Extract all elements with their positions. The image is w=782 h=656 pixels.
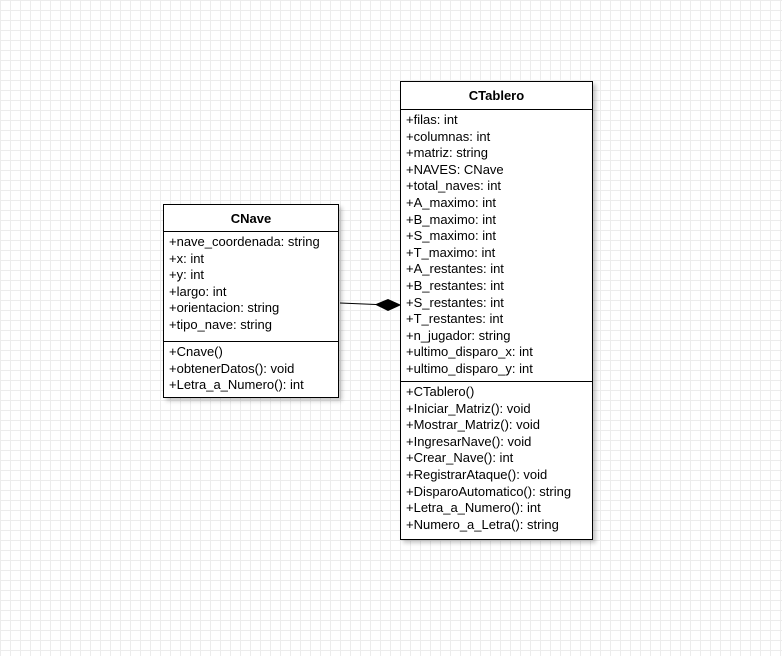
attribute-row: +T_maximo: int [406, 244, 496, 260]
attribute-row: +matriz: string [406, 145, 488, 161]
composition-diamond-icon [374, 298, 402, 312]
attribute-row: +largo: int [169, 283, 227, 299]
method-row: +Numero_a_Letra(): string [406, 516, 559, 532]
method-row: +Mostrar_Matriz(): void [406, 417, 540, 433]
attribute-row: +tipo_nave: string [169, 316, 272, 332]
composition-line [339, 302, 377, 305]
attribute-row: +T_restantes: int [406, 311, 504, 327]
attribute-row: +x: int [169, 250, 205, 266]
attribute-row: +y: int [169, 267, 205, 283]
methods-section: +Cnave() +obtenerDatos(): void +Letra_a_… [164, 341, 338, 394]
class-title: CTablero [401, 82, 592, 110]
attribute-row: +B_maximo: int [406, 211, 496, 227]
attributes-section: +nave_coordenada: string +x: int +y: int… [164, 232, 338, 341]
attribute-row: +total_naves: int [406, 178, 502, 194]
attribute-row: +columnas: int [406, 128, 491, 144]
method-row: +Iniciar_Matriz(): void [406, 400, 531, 416]
class-cnave[interactable]: CNave +nave_coordenada: string +x: int +… [163, 204, 339, 398]
attribute-row: +NAVES: CNave [406, 161, 504, 177]
attribute-row: +n_jugador: string [406, 327, 511, 343]
attribute-row: +ultimo_disparo_y: int [406, 360, 533, 376]
attribute-row: +orientacion: string [169, 300, 280, 316]
attributes-section: +filas: int +columnas: int +matriz: stri… [401, 110, 592, 381]
attribute-row: +A_restantes: int [406, 261, 504, 277]
method-row: +Letra_a_Numero(): int [406, 500, 541, 516]
method-row: +CTablero() [406, 384, 475, 399]
method-row: +Letra_a_Numero(): int [169, 377, 304, 393]
class-title: CNave [164, 205, 338, 232]
attribute-row: +filas: int [406, 112, 458, 127]
attribute-row: +S_restantes: int [406, 294, 504, 310]
method-row: +Crear_Nave(): int [406, 450, 514, 466]
method-row: +RegistrarAtaque(): void [406, 466, 548, 482]
method-row: +Cnave() [169, 344, 223, 359]
method-row: +obtenerDatos(): void [169, 360, 295, 376]
methods-section: +CTablero() +Iniciar_Matriz(): void +Mos… [401, 381, 592, 533]
method-row: +DisparoAutomatico(): string [406, 483, 572, 499]
attribute-row: +S_maximo: int [406, 228, 496, 244]
attribute-row: +ultimo_disparo_x: int [406, 344, 533, 360]
attribute-row: +B_restantes: int [406, 277, 504, 293]
attribute-row: +A_maximo: int [406, 194, 496, 210]
attribute-row: +nave_coordenada: string [169, 234, 320, 249]
class-ctablero[interactable]: CTablero +filas: int +columnas: int +mat… [400, 81, 593, 540]
method-row: +IngresarNave(): void [406, 433, 532, 449]
